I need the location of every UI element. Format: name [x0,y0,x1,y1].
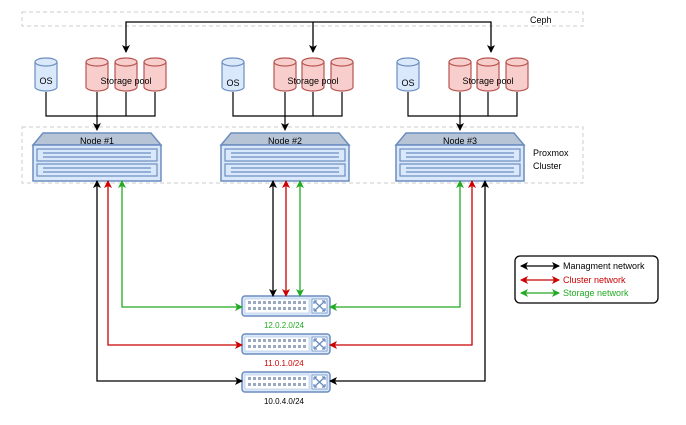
switch-management [241,371,331,393]
legend: Managment network Cluster network Storag… [514,255,659,304]
storage-pool-disks-icon: Storage pool [85,57,167,92]
switch-icon [241,295,331,317]
ceph-label: Ceph [530,15,552,25]
node-2-label: Node #2 [268,136,302,146]
proxmox-label-line2: Cluster [533,161,562,171]
link-node1-storage [118,180,243,311]
switch-storage [241,295,331,317]
legend-storage-label: Storage network [563,288,629,298]
node-3-disks: OS Storage pool [396,57,529,92]
link-node1-cluster [104,180,243,349]
link-node3-storage [329,180,464,311]
node-3-label: Node #3 [443,136,477,146]
os-label: OS [39,76,52,86]
disk-node-connections [45,92,518,131]
os-disk-icon: OS [34,57,58,92]
switch-icon [241,333,331,355]
legend-management-label: Managment network [563,261,645,271]
link-node3-cluster [329,180,476,349]
storage-pool-label: Storage pool [100,76,151,86]
storage-pool-disks-icon: Storage pool [448,57,529,92]
ceph-connections [122,21,495,53]
os-label: OS [401,78,414,88]
storage-pool-disks-icon: Storage pool [273,57,354,92]
legend-cluster-label: Cluster network [563,275,626,285]
node-1-label: Node #1 [80,136,114,146]
switch-management-subnet: 10.0.4.0/24 [264,397,305,406]
os-label: OS [226,78,239,88]
switch-cluster [241,333,331,355]
node-1-disks: OS Storage pool [34,57,167,92]
management-network-links [93,180,489,385]
os-disk-icon: OS [396,57,420,92]
storage-pool-label: Storage pool [287,76,338,86]
node-2-disks: OS Storage pool [221,57,354,92]
storage-network-links [118,180,464,311]
link-node1-management [93,180,243,385]
switch-storage-subnet: 12.0.2.0/24 [264,321,305,330]
switch-cluster-subnet: 11.0.1.0/24 [264,359,304,368]
proxmox-label-line1: Proxmox [533,148,569,158]
os-disk-icon: OS [221,57,245,92]
link-node3-management [329,180,489,385]
ceph-group [21,11,584,27]
switch-icon [241,371,331,393]
storage-pool-label: Storage pool [462,76,513,86]
